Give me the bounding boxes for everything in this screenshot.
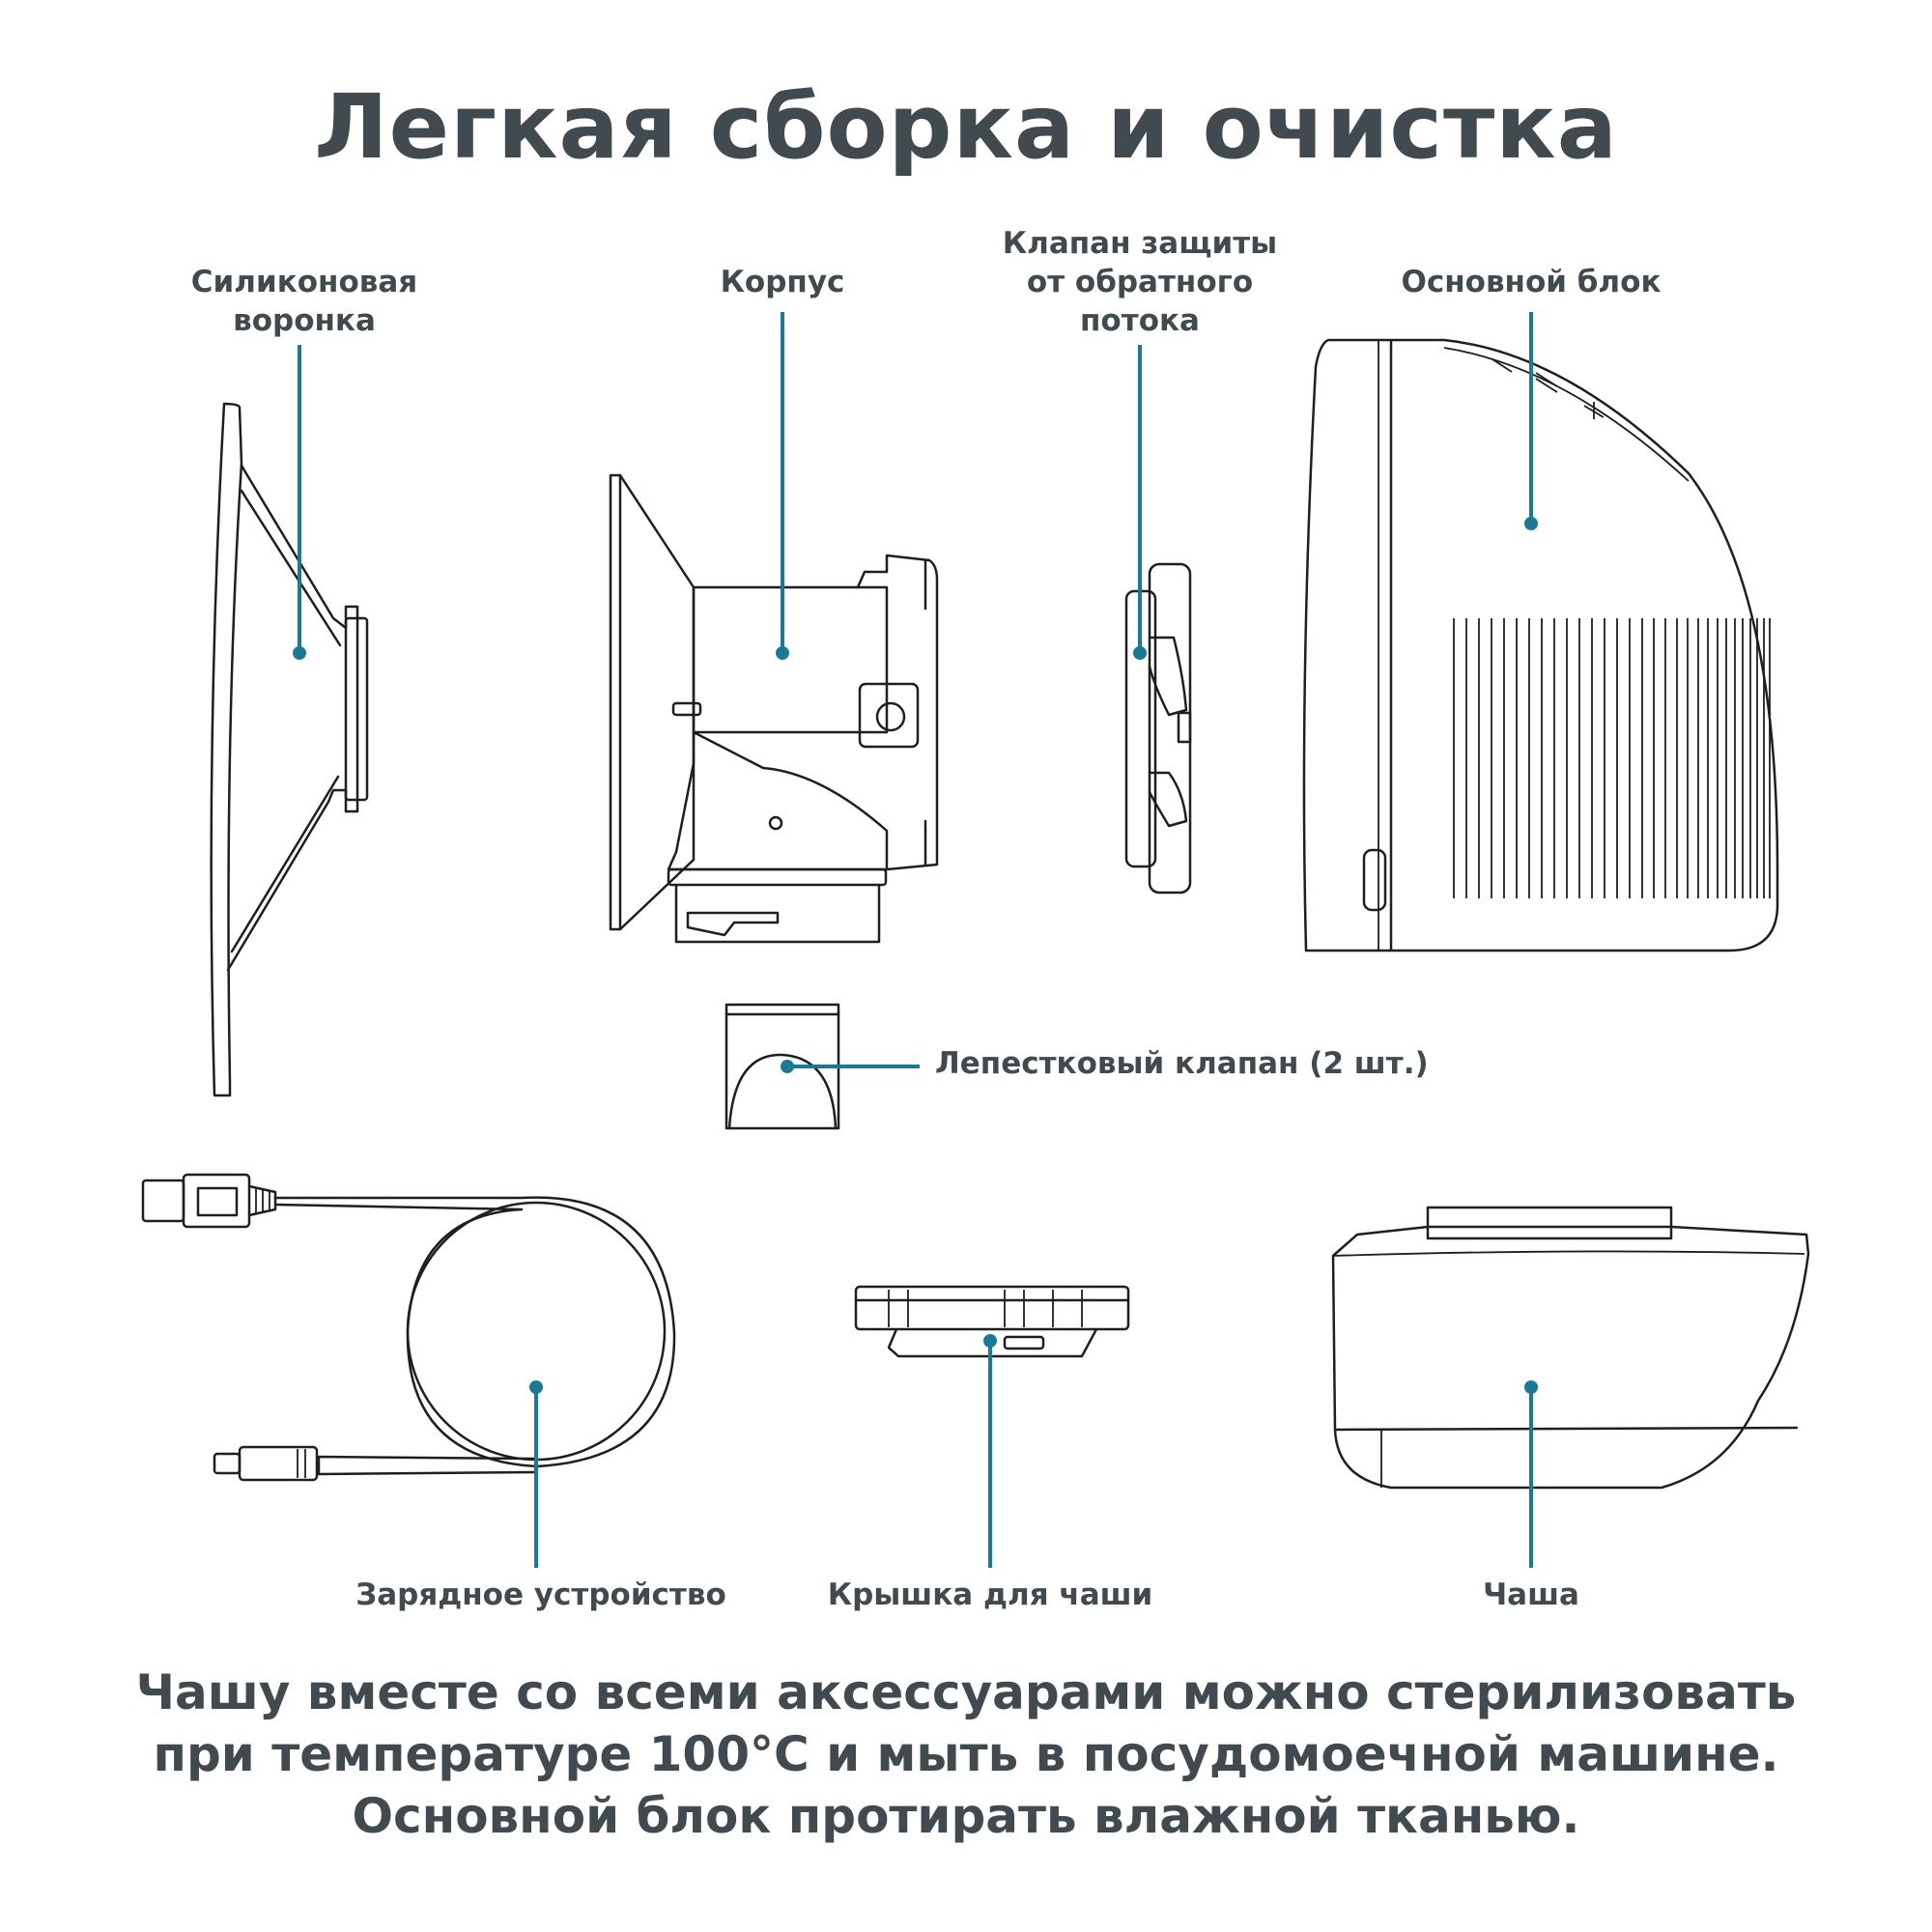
cup-drawing <box>1331 1206 1810 1490</box>
footer-line-1: Чашу вместе со всеми аксессуарами можно … <box>135 1664 1797 1720</box>
housing-drawing <box>609 473 939 944</box>
main-unit-vents <box>1453 618 1771 898</box>
silicone-funnel-drawing <box>210 402 369 1097</box>
petal-valve-drawing <box>724 1003 840 1130</box>
label-housing: Корпус <box>720 265 845 299</box>
label-cup-lid: Крышка для чаши <box>827 1577 1153 1612</box>
footer-line-3: Основной блок протирать влажной тканью. <box>352 1788 1580 1844</box>
main-unit-buttons[interactable] <box>1492 358 1605 419</box>
label-charger: Зарядное устройство <box>355 1577 726 1612</box>
page-title: Легкая сборка и очистка <box>314 75 1618 179</box>
label-main-unit: Основной блок <box>1401 265 1662 299</box>
footer-line-2: при температуре 100°С и мыть в посудомое… <box>153 1726 1779 1782</box>
label-backflow-valve: Клапан защиты от обратного потока <box>1002 226 1278 338</box>
callout-lines <box>293 312 1538 1568</box>
label-petal-valve: Лепестковый клапан (2 шт.) <box>935 1046 1429 1081</box>
charger-drawing <box>141 1173 676 1482</box>
cup-lid-drawing <box>854 1285 1130 1358</box>
backflow-valve-drawing <box>1124 562 1192 895</box>
footer-note: Чашу вместе со всеми аксессуарами можно … <box>0 1662 1932 1847</box>
label-silicone-funnel: Силиконовая воронка <box>190 265 418 338</box>
main-unit-drawing <box>1302 338 1779 952</box>
label-cup: Чаша <box>1483 1577 1579 1612</box>
